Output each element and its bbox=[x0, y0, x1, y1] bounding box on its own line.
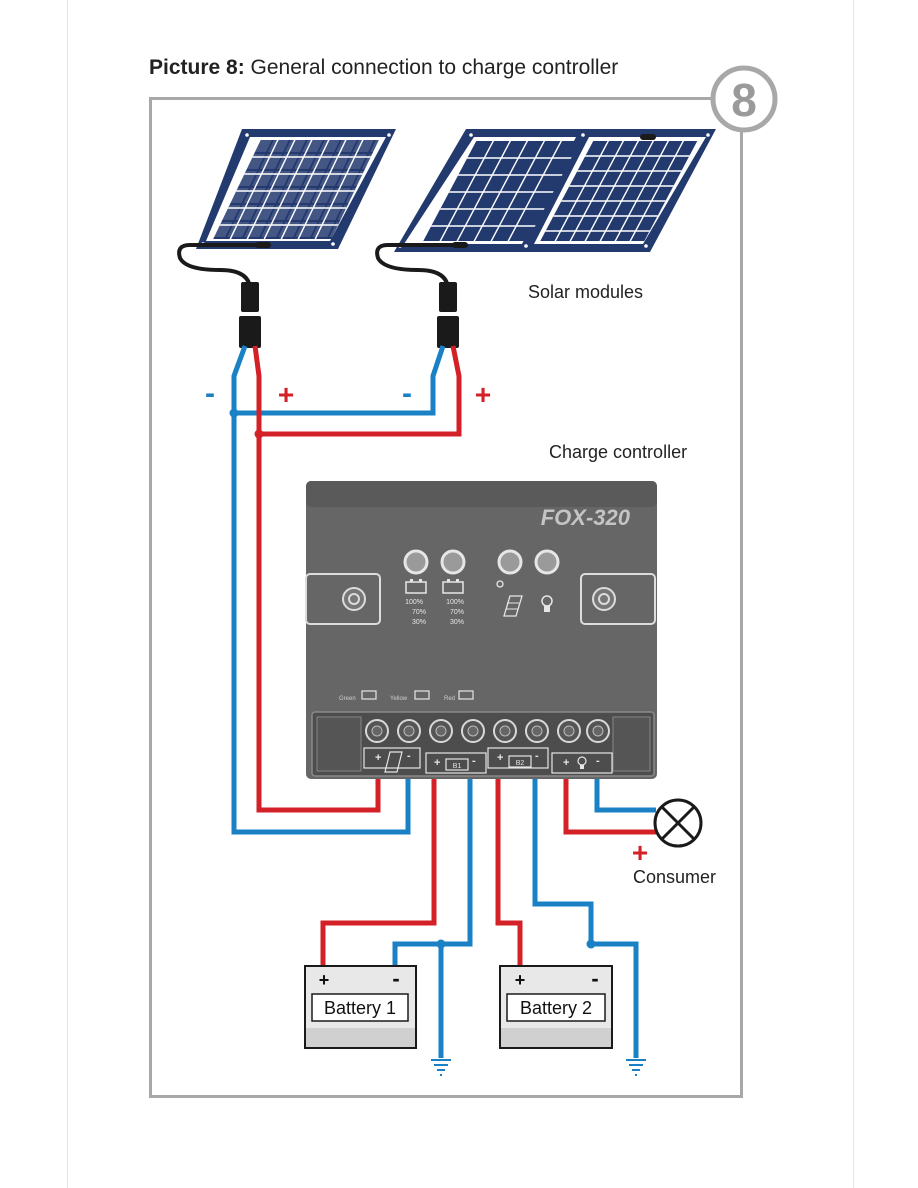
svg-text:100%: 100% bbox=[405, 599, 423, 606]
page-margin-left bbox=[67, 0, 68, 1188]
battery-1-positive-wire bbox=[320, 778, 437, 968]
ground-icon bbox=[431, 1059, 451, 1076]
consumer-plus-sign: + bbox=[632, 837, 648, 868]
solar-modules-label: Solar modules bbox=[528, 282, 643, 302]
battery-1: + - Battery 1 bbox=[304, 965, 417, 1049]
page-margin-right bbox=[853, 0, 854, 1188]
svg-text:Green: Green bbox=[339, 696, 356, 702]
ground-icon bbox=[626, 1059, 646, 1076]
battery-1-negative-wire bbox=[392, 778, 473, 968]
terminal-b1-label: B1 bbox=[453, 763, 462, 770]
terminal-block: + - + - + - + - B1 B2 bbox=[311, 711, 655, 777]
battery-2-negative-wire bbox=[532, 778, 639, 1058]
figure-number-badge: 8 bbox=[710, 65, 778, 133]
consumer-label: Consumer bbox=[633, 867, 716, 887]
svg-text:+: + bbox=[497, 752, 503, 764]
controller-model-label: FOX-320 bbox=[541, 505, 631, 530]
svg-text:100%: 100% bbox=[446, 599, 464, 606]
diagram-frame bbox=[149, 97, 743, 1098]
svg-text:70%: 70% bbox=[412, 609, 426, 616]
solar-panel-icon bbox=[496, 580, 523, 617]
charge-controller: FOX-320 100% 70% 30% bbox=[305, 481, 657, 779]
svg-text:-: - bbox=[392, 966, 399, 991]
charge-controller-label: Charge controller bbox=[549, 442, 687, 462]
svg-text:+: + bbox=[434, 757, 440, 769]
status-legend: Green Yellow Red bbox=[339, 690, 474, 702]
svg-text:-: - bbox=[591, 966, 598, 991]
svg-text:8: 8 bbox=[731, 74, 757, 126]
battery-2-level-indicator: 100% 70% 30% bbox=[442, 579, 464, 626]
panel-2-minus-sign: - bbox=[402, 377, 412, 410]
consumer-lamp-icon bbox=[653, 798, 703, 848]
battery-1-label: Battery 1 bbox=[324, 998, 396, 1018]
panel-2-positive-wire bbox=[259, 345, 462, 437]
consumer-negative-wire bbox=[594, 778, 656, 813]
svg-text:+: + bbox=[563, 757, 569, 769]
svg-text:30%: 30% bbox=[450, 619, 464, 626]
panel-1-negative-wire bbox=[231, 345, 411, 835]
solar-panel-1 bbox=[196, 129, 396, 249]
wire-junctions bbox=[229, 408, 596, 949]
consumer-positive-wire bbox=[563, 778, 656, 835]
svg-text:-: - bbox=[535, 750, 539, 762]
battery-2: + - Battery 2 bbox=[499, 965, 613, 1049]
connector-panel-1 bbox=[239, 282, 261, 348]
svg-text:+: + bbox=[319, 970, 330, 990]
light-bulb-icon bbox=[541, 595, 553, 612]
svg-text:+: + bbox=[375, 752, 381, 764]
panel-1-plus-sign: + bbox=[278, 379, 294, 410]
panel-2-cable bbox=[375, 243, 460, 291]
battery-1-level-indicator: 100% 70% 30% bbox=[405, 579, 427, 626]
svg-text:-: - bbox=[596, 755, 600, 767]
mounting-hole-right bbox=[580, 573, 656, 625]
terminal-b2-label: B2 bbox=[516, 760, 525, 767]
panel-2-plus-sign: + bbox=[475, 379, 491, 410]
mounting-hole-left bbox=[305, 573, 381, 625]
solar-panel-2 bbox=[394, 129, 716, 252]
panel-1-cable bbox=[177, 243, 262, 291]
svg-text:70%: 70% bbox=[450, 609, 464, 616]
svg-text:Red: Red bbox=[444, 696, 455, 702]
panel-2-negative-wire bbox=[234, 345, 446, 416]
terminal-solar-icon bbox=[384, 751, 403, 773]
battery-2-positive-wire bbox=[495, 778, 523, 968]
figure-title: Picture 8: General connection to charge … bbox=[149, 56, 619, 79]
status-leds bbox=[403, 549, 560, 575]
svg-text:-: - bbox=[407, 750, 411, 762]
connector-panel-2 bbox=[437, 282, 459, 348]
svg-text:+: + bbox=[515, 970, 526, 990]
svg-text:Yellow: Yellow bbox=[390, 696, 408, 702]
svg-text:-: - bbox=[472, 755, 476, 767]
battery-2-label: Battery 2 bbox=[520, 998, 592, 1018]
svg-text:30%: 30% bbox=[412, 619, 426, 626]
panel-1-minus-sign: - bbox=[205, 377, 215, 410]
panel-1-positive-wire bbox=[252, 345, 381, 813]
